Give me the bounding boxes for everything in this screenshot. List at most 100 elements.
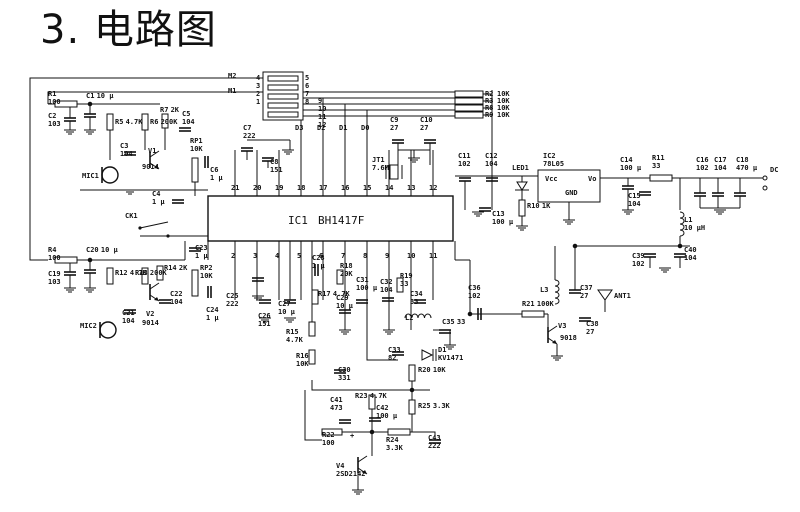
pot-rp1-label: RP1: [190, 137, 203, 145]
capacitor-c30-value: 331: [338, 374, 351, 382]
capacitor-c2-label: C2: [48, 112, 56, 120]
microphone-mic1: [101, 166, 119, 184]
resistor-r17-label: R17: [318, 290, 331, 298]
capacitor-c28-label: C28: [312, 254, 325, 262]
resistor-r8-value: 10K: [497, 104, 510, 112]
capacitor-c11: [459, 177, 471, 182]
capacitor-c40-value: 104: [684, 254, 697, 262]
inductor-l3-label: L3: [540, 286, 548, 294]
capacitor-c24: [207, 286, 212, 298]
capacitor-c11-value: 102: [458, 160, 471, 168]
capacitor-c20-value: 10 μ: [101, 246, 119, 254]
capacitor-c7-label: C7: [243, 124, 251, 132]
capacitor-c23-value: 1 μ: [195, 252, 208, 260]
capacitor-c11-label: C11: [458, 152, 471, 160]
ground-symbol: [284, 317, 296, 323]
resistor-r1-value: 100: [48, 98, 61, 106]
capacitor-c28-value: 1 μ: [312, 262, 325, 270]
capacitor-c6-value: 1 μ: [210, 174, 223, 182]
capacitor-c24-value: 1 μ: [206, 314, 219, 322]
capacitor-c17-value: 104: [714, 164, 727, 172]
capacitor-c15: [639, 191, 651, 196]
crystal-jt1: [385, 164, 403, 180]
transistor-v4-type: 2SD2142: [336, 470, 366, 478]
capacitor-c39: [644, 253, 656, 258]
capacitor-c19: [64, 271, 76, 276]
switch-right-pin: 8: [305, 98, 309, 106]
ic2-vo: Vo: [588, 175, 596, 183]
capacitor-c14-label: C14: [620, 156, 633, 164]
capacitor-c1-value: 10 μ: [97, 92, 115, 100]
capacitor-c15-label: C15: [628, 192, 641, 200]
resistor-r6-label: R6: [150, 118, 158, 126]
capacitor-c28: [314, 264, 319, 276]
resistor-r6: [141, 113, 149, 131]
resistor-r19-value: 33: [400, 280, 408, 288]
transistor-v3: [547, 325, 558, 345]
capacitor-c13: [479, 207, 491, 212]
capacitor-c20: [84, 269, 96, 274]
resistor-rp1: [191, 157, 199, 183]
inductor-l1-label: L1: [684, 216, 692, 224]
resistor-r21: [521, 310, 545, 318]
resistor-r5: [106, 113, 114, 131]
capacitor-c22-value: 104: [170, 298, 183, 306]
capacitor-c14: [622, 185, 634, 190]
capacitor-c35-value: 33: [457, 318, 465, 326]
resistor-r14: [156, 265, 164, 281]
transistor-v2: [149, 282, 160, 302]
capacitor-c36-label: C36: [468, 284, 481, 292]
capacitor-c26-label: C26: [258, 312, 271, 320]
ground-symbol: [408, 157, 420, 163]
capacitor-c4: [172, 199, 184, 204]
capacitor-c38: [579, 317, 591, 322]
ic1-data-line: D2: [317, 124, 325, 132]
capacitor-c8-label: C8: [270, 158, 278, 166]
capacitor-c3: [124, 151, 136, 156]
capacitor-c26-value: 151: [258, 320, 271, 328]
resistor-rp2: [191, 269, 199, 297]
capacitor-c19-value: 103: [48, 278, 61, 286]
led1: [515, 181, 529, 191]
ic1-bottom-pin: 2: [231, 252, 235, 260]
microphone-mic1-label: MIC1: [82, 172, 99, 180]
switch-left-pin: 3: [256, 82, 260, 90]
capacitor-c34-label: C34: [410, 290, 423, 298]
varactor-d1-label: D1: [438, 346, 446, 354]
capacitor-c30-label: C30: [338, 366, 351, 374]
ic1-top-pin: 13: [407, 184, 415, 192]
capacitor-c2: [64, 117, 76, 122]
capacitor-c27: [284, 299, 296, 304]
resistor-r25: [408, 399, 416, 415]
capacitor-c41-value: 473: [330, 404, 343, 412]
resistor-r7-value: 2K: [171, 106, 180, 114]
resistor-r7: [161, 113, 169, 129]
resistor-r22-value: 100: [322, 439, 335, 447]
capacitor-c25-value: 222: [226, 300, 239, 308]
transistor-v4: [357, 455, 368, 475]
polarity-plus: +: [350, 432, 354, 440]
switch-right-pin: 6: [305, 82, 309, 90]
ic1-part: BH1417F: [318, 214, 364, 227]
ic1-bottom-pin: 5: [297, 252, 301, 260]
microphone-mic2-label: MIC2: [80, 322, 97, 330]
resistor-r17: [311, 289, 319, 305]
pot-rp1-value: 10K: [190, 145, 203, 153]
ic2-part: 78L05: [543, 160, 564, 168]
resistor-r20: [408, 364, 416, 382]
capacitor-c18: [734, 192, 746, 197]
capacitor-c19-label: C19: [48, 270, 61, 278]
ground-symbol: [714, 209, 726, 215]
switch-m1-label: M1: [228, 87, 236, 95]
capacitor-c43-value: 222: [428, 442, 441, 450]
capacitor-c39-label: C39: [632, 252, 645, 260]
resistor-r18: [336, 269, 344, 285]
capacitor-c25-label: C25: [226, 292, 239, 300]
inductor-l1-value: 10 μH: [684, 224, 705, 232]
capacitor-c34-value: 33: [410, 298, 418, 306]
capacitor-c7: [241, 147, 253, 152]
ic1-name: IC1: [288, 214, 308, 227]
led1-label: LED1: [512, 164, 529, 172]
resistor-r9-value: 10K: [497, 111, 510, 119]
ground-symbol: [516, 225, 528, 231]
